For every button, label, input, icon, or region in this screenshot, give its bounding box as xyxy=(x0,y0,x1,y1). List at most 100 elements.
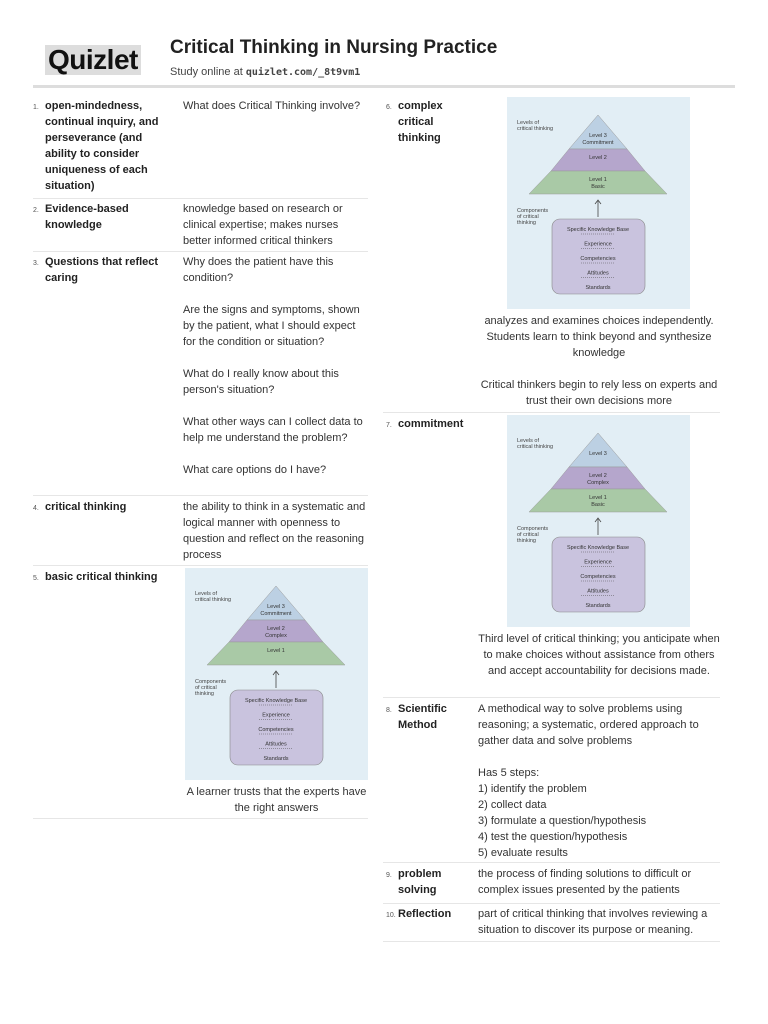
quizlet-logo: Quizlet xyxy=(45,45,141,75)
svg-text:of critical: of critical xyxy=(517,532,539,538)
component-item: Specific Knowledge Base xyxy=(567,545,629,551)
card-term: Reflection xyxy=(398,908,452,920)
svg-text:Components: Components xyxy=(517,526,548,532)
card-number: 8. xyxy=(386,707,392,714)
card-term: critical thinking xyxy=(45,501,127,513)
svg-text:Components: Components xyxy=(517,208,548,214)
levels-label: Levels of xyxy=(517,438,539,444)
card-number: 5. xyxy=(33,575,39,582)
card-number: 7. xyxy=(386,422,392,429)
levels-label: Levels of xyxy=(517,120,539,126)
level3-label: Level 3 xyxy=(589,451,607,457)
component-item: Competencies xyxy=(258,727,293,733)
card-row: 1. open-mindedness, continual inquiry, a… xyxy=(33,97,368,199)
study-prefix: Study online at xyxy=(170,66,246,78)
components-box xyxy=(551,536,646,613)
level1-tier xyxy=(206,641,346,666)
card-term: problem solving xyxy=(398,868,442,896)
card-number: 9. xyxy=(386,872,392,879)
component-item: Experience xyxy=(584,242,612,248)
level3-label: Level 3 xyxy=(589,133,607,139)
page-title: Critical Thinking in Nursing Practice xyxy=(170,37,498,58)
svg-text:thinking: thinking xyxy=(195,691,214,697)
level1-label: Level 1 xyxy=(267,648,285,654)
svg-text:Basic: Basic xyxy=(591,184,605,190)
component-item: Specific Knowledge Base xyxy=(245,698,307,704)
svg-text:thinking: thinking xyxy=(517,538,536,544)
components-box xyxy=(229,689,324,766)
card-definition: part of critical thinking that involves … xyxy=(478,908,708,936)
level2-label: Level 2 xyxy=(267,626,285,632)
level2-label: Level 2 xyxy=(589,473,607,479)
definition-text: A learner trusts that the experts have t… xyxy=(186,786,367,814)
card-row: 4. critical thinking the ability to think… xyxy=(33,498,368,566)
card-row: 9. problem solving the process of finding… xyxy=(383,865,720,904)
card-number: 1. xyxy=(33,104,39,111)
card-definition: knowledge based on research or clinical … xyxy=(183,203,343,247)
card-term: open-mindedness, continual inquiry, and … xyxy=(45,100,159,192)
card-term: Evidence-based knowledge xyxy=(45,203,129,231)
card-number: 3. xyxy=(33,260,39,267)
svg-text:thinking: thinking xyxy=(517,220,536,226)
svg-text:critical thinking: critical thinking xyxy=(517,126,553,132)
card-row: 2. Evidence-based knowledge knowledge bas… xyxy=(33,200,368,252)
svg-text:of critical: of critical xyxy=(195,685,217,691)
levels-label: Levels of xyxy=(195,591,217,597)
svg-text:critical thinking: critical thinking xyxy=(195,597,231,603)
component-item: Standards xyxy=(585,603,610,609)
svg-text:Commitment: Commitment xyxy=(260,611,292,617)
definition-text: Third level of critical thinking; you an… xyxy=(478,633,720,677)
card-number: 4. xyxy=(33,505,39,512)
svg-text:Basic: Basic xyxy=(591,502,605,508)
card-definition: A methodical way to solve problems using… xyxy=(478,703,699,859)
card-term: Scientific Method xyxy=(398,703,447,731)
card-definition: What does Critical Thinking involve? xyxy=(183,100,361,112)
card-definition: Levels of critical thinking Level 3 Leve… xyxy=(478,415,720,679)
component-item: Competencies xyxy=(580,574,615,580)
component-item: Competencies xyxy=(580,256,615,262)
component-item: Attitudes xyxy=(587,589,609,595)
level1-label: Level 1 xyxy=(589,495,607,501)
definition-text: analyzes and examines choices independen… xyxy=(480,315,718,407)
card-row: 7. commitment Levels of critical thinkin… xyxy=(383,415,720,698)
level1-tier xyxy=(528,488,668,513)
component-item: Standards xyxy=(263,756,288,762)
component-item: Standards xyxy=(585,285,610,291)
card-row: 5. basic critical thinking Levels of cri… xyxy=(33,568,368,819)
component-item: Experience xyxy=(262,713,290,719)
level1-label: Level 1 xyxy=(589,177,607,183)
component-item: Experience xyxy=(584,560,612,566)
component-item: Specific Knowledge Base xyxy=(567,227,629,233)
card-row: 3. Questions that reflect caring Why does… xyxy=(33,253,368,496)
svg-text:Commitment: Commitment xyxy=(582,140,614,146)
level3-label: Level 3 xyxy=(267,604,285,610)
study-online-text: Study online at quizlet.com/_8t9vm1 xyxy=(170,66,360,78)
card-definition: the ability to think in a systematic and… xyxy=(183,501,366,561)
level1-tier xyxy=(528,170,668,195)
component-item: Attitudes xyxy=(265,742,287,748)
card-term: commitment xyxy=(398,418,464,430)
card-row: 6. complex critical thinking Levels of c… xyxy=(383,97,720,413)
study-url[interactable]: quizlet.com/_8t9vm1 xyxy=(245,67,361,78)
svg-text:Complex: Complex xyxy=(265,633,287,639)
svg-text:critical thinking: critical thinking xyxy=(517,444,553,450)
svg-text:Complex: Complex xyxy=(587,480,609,486)
levels-diagram: Levels of critical thinking Level 3 Leve… xyxy=(507,415,690,627)
card-term: Questions that reflect caring xyxy=(45,256,159,284)
levels-diagram: Levels of critical thinking Level 3Commi… xyxy=(507,97,690,309)
components-box xyxy=(551,218,646,295)
card-definition: Why does the patient have this condition… xyxy=(183,256,363,476)
header-divider xyxy=(33,85,735,88)
card-number: 2. xyxy=(33,207,39,214)
level2-label: Level 2 xyxy=(589,155,607,161)
card-row: 10. Reflection part of critical thinking … xyxy=(383,905,720,942)
card-definition: the process of finding solutions to diff… xyxy=(478,868,692,896)
card-term: basic critical thinking xyxy=(45,571,158,583)
card-row: 8. Scientific Method A methodical way to … xyxy=(383,700,720,863)
card-number: 10. xyxy=(386,912,396,919)
